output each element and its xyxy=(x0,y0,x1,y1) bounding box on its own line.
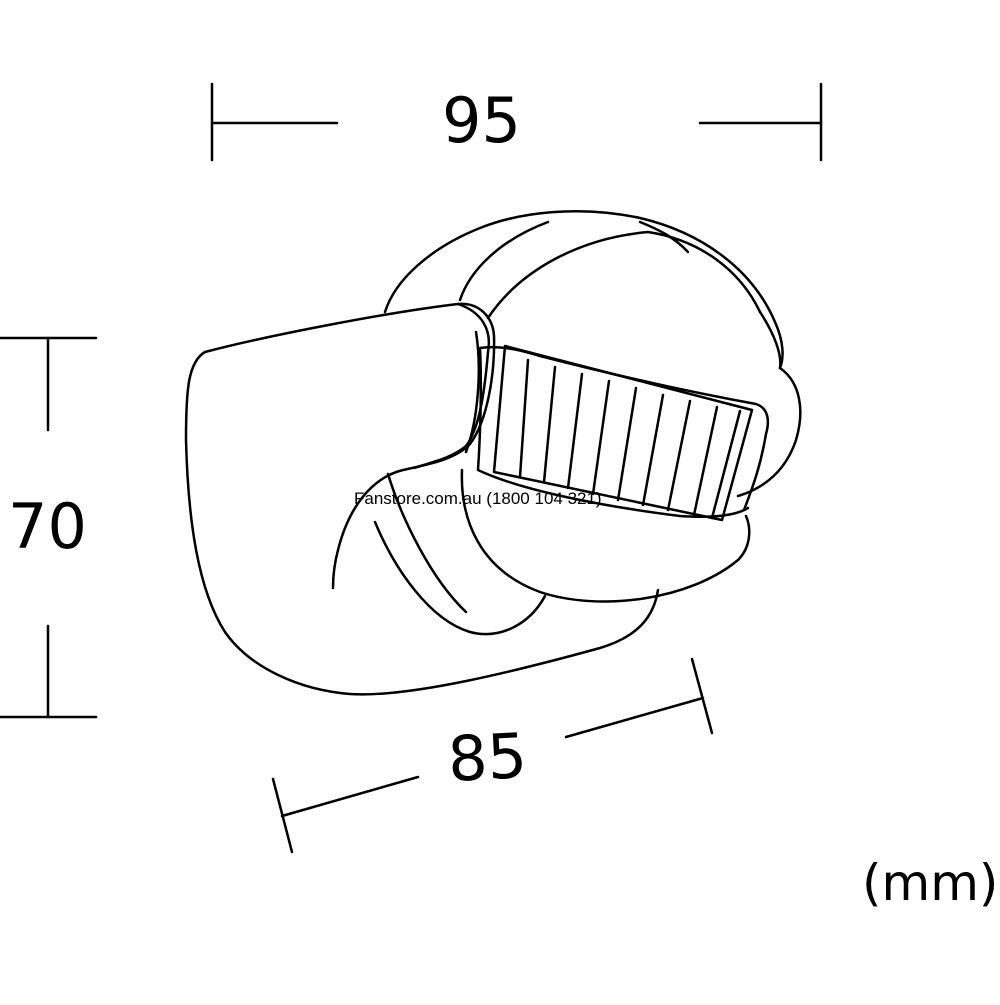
unit-label: (mm) xyxy=(862,854,999,912)
sensor-body xyxy=(184,209,802,696)
width-dimension-line xyxy=(210,82,823,162)
width-dimension-value: 95 xyxy=(442,84,521,157)
watermark-text: Fanstore.com.au (1800 104 321) xyxy=(354,489,602,508)
depth-dimension-line xyxy=(271,657,714,854)
depth-dimension-value: 85 xyxy=(446,718,529,797)
height-dimension-line xyxy=(0,336,98,719)
height-dimension-value: 70 xyxy=(8,490,87,563)
